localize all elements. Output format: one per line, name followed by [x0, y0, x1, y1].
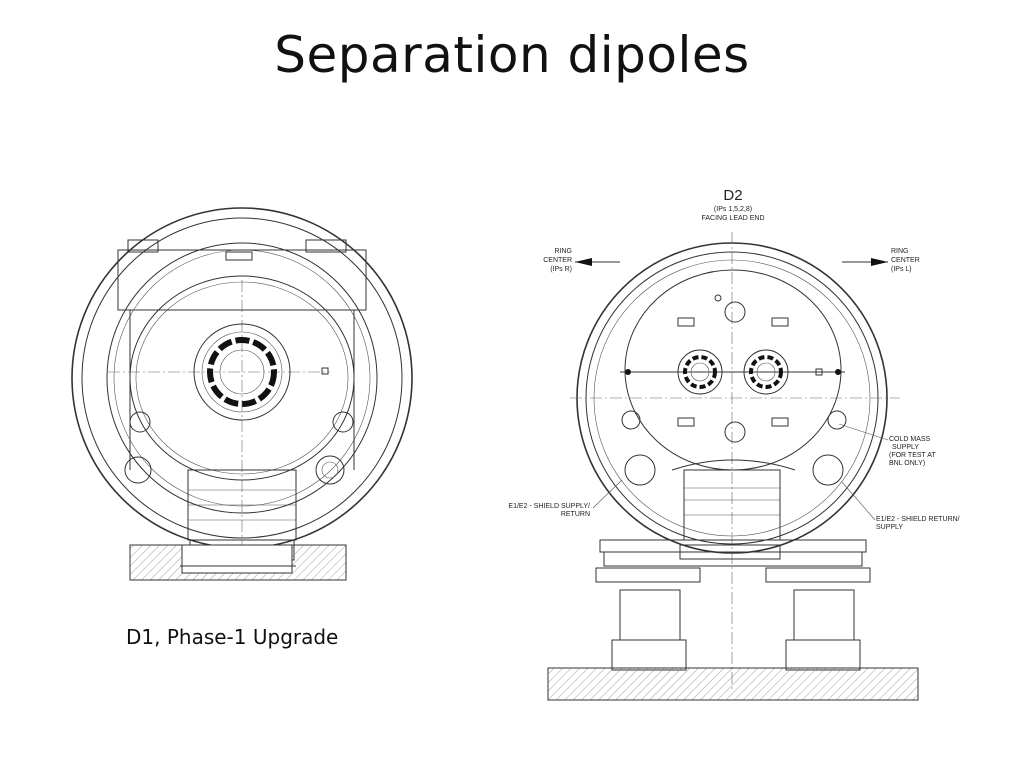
shield-left-1: E1/E2 - SHIELD SUPPLY/ — [508, 503, 590, 510]
d2-subtitle-1: (IPs 1,5,2,8) — [714, 206, 752, 213]
ring-right-3: (IPs L) — [891, 266, 912, 273]
ring-left-1: RING — [555, 248, 573, 255]
cold-mass-2: SUPPLY — [892, 444, 919, 451]
cold-mass-3: (FOR TEST AT — [889, 452, 936, 459]
d1-vessel — [71, 207, 413, 581]
cold-mass-1: COLD MASS — [889, 436, 931, 443]
d2-title: D2 — [723, 187, 742, 204]
slide-title: Separation dipoles — [274, 26, 750, 84]
shield-left-2: RETURN — [561, 511, 590, 518]
ring-right-1: RING — [891, 248, 909, 255]
ring-left-2: CENTER — [543, 257, 572, 264]
d1-caption: D1, Phase-1 Upgrade — [126, 625, 339, 649]
d2-subtitle-2: FACING LEAD END — [701, 215, 764, 222]
ring-right-2: CENTER — [891, 257, 920, 264]
shield-right-1: E1/E2 - SHIELD RETURN/ — [876, 516, 960, 523]
shield-right-2: SUPPLY — [876, 524, 903, 531]
cold-mass-4: BNL ONLY) — [889, 460, 925, 467]
ring-left-3: (IPs R) — [550, 266, 572, 273]
d2-vessel — [547, 232, 919, 701]
